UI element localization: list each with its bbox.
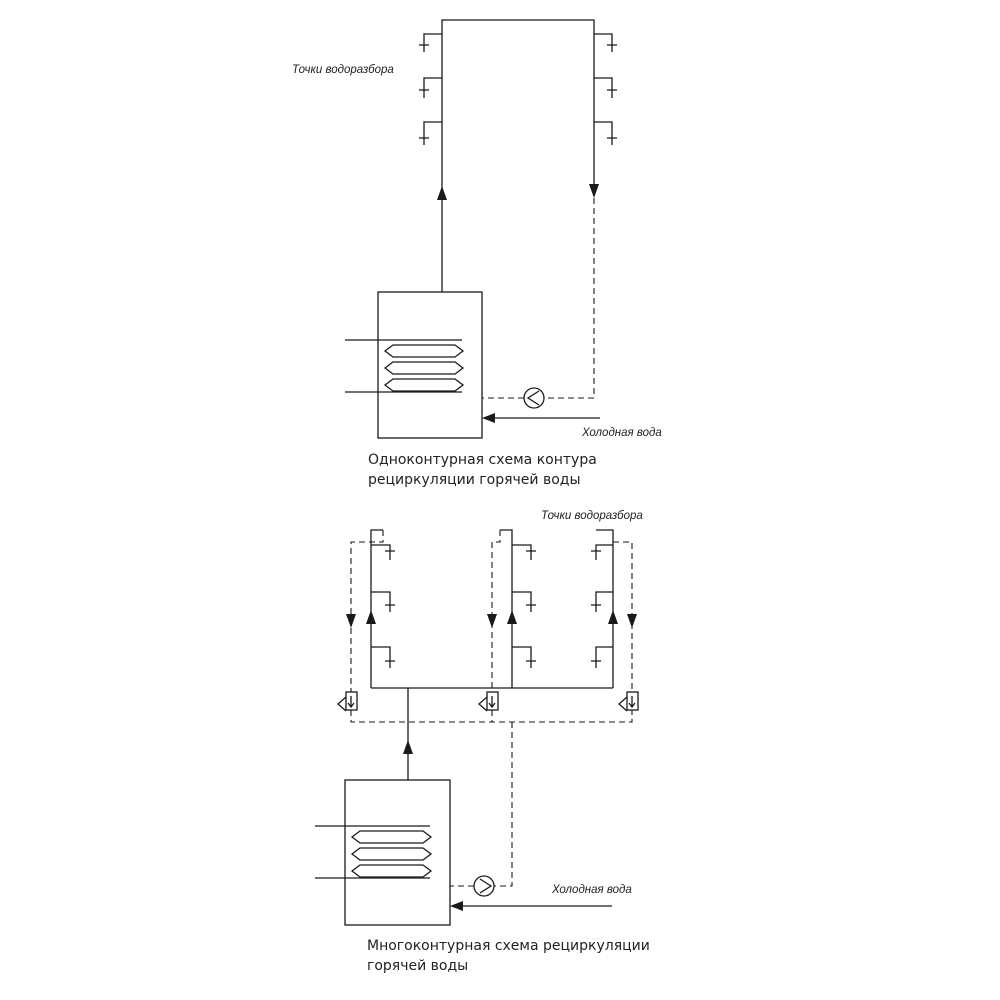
balancing-valve-3 — [618, 691, 639, 712]
riser-pipe — [370, 529, 383, 688]
tap-point — [594, 77, 617, 98]
pump-body — [473, 875, 495, 897]
pump-body — [523, 387, 545, 409]
tap-point — [591, 646, 613, 668]
tap-point — [371, 544, 395, 560]
tap-point — [512, 544, 536, 560]
cold-water-label: Холодная вода — [551, 884, 632, 896]
supply-riser — [441, 19, 595, 292]
riser-2 — [487, 529, 536, 705]
tap-point — [512, 591, 536, 612]
right-tap-points — [594, 33, 617, 145]
single-loop-diagram: Холодная вода Точки водоразбора Одноконт… — [292, 19, 662, 488]
coil-loop — [350, 847, 433, 861]
return-flow-arrow — [589, 184, 599, 198]
riser-return — [350, 530, 384, 705]
caption-line-1: Многоконтурная схема рециркуляции — [367, 938, 650, 954]
caption-line-2: рециркуляции горячей воды — [368, 472, 581, 488]
circulation-pump — [523, 387, 545, 409]
tap-point — [419, 77, 442, 98]
return-flow-arrow — [346, 614, 356, 628]
coil-loop — [350, 864, 433, 878]
supply-flow-arrow — [437, 186, 447, 200]
valve-symbol — [618, 696, 636, 712]
coil-loop — [383, 378, 465, 392]
riser-flow-arrow — [507, 610, 517, 624]
tap-points-label: Точки водоразбора — [292, 64, 394, 76]
coil-loop — [350, 830, 433, 844]
riser-flow-arrow — [366, 610, 376, 624]
tap-point — [371, 591, 395, 612]
return-flow-arrow — [487, 614, 497, 628]
tap-point — [512, 646, 536, 668]
cold-water-arrow — [482, 413, 495, 423]
heat-exchanger-coil — [345, 339, 465, 393]
cold-water-label: Холодная вода — [581, 427, 662, 439]
tap-point — [591, 544, 613, 560]
balancing-valve-2 — [478, 691, 499, 712]
tap-point — [594, 121, 617, 145]
riser-1 — [346, 529, 395, 705]
circulation-pump — [473, 875, 495, 897]
tap-point — [371, 646, 395, 668]
tap-point — [419, 121, 442, 145]
riser-flow-arrow — [608, 610, 618, 624]
balancing-valve-1 — [337, 691, 358, 712]
riser-pipe — [596, 529, 614, 688]
storage-tank — [377, 291, 483, 439]
pump-symbol — [526, 390, 540, 406]
return-collector — [350, 710, 633, 887]
cold-water-arrow — [450, 901, 463, 911]
return-flow-arrow — [627, 614, 637, 628]
tap-point — [594, 33, 617, 52]
left-tap-points — [419, 33, 442, 145]
tap-points-label: Точки водоразбора — [541, 510, 643, 522]
multi-loop-diagram: Холодная вода Точки водоразбора Многокон… — [315, 510, 650, 974]
main-supply-arrow — [403, 740, 413, 754]
tap-point — [419, 33, 442, 52]
riser-3 — [591, 529, 637, 705]
storage-tank — [344, 779, 451, 926]
caption-line-1: Одноконтурная схема контура — [368, 452, 597, 468]
heat-exchanger-coil — [315, 825, 433, 879]
pump-symbol — [479, 878, 493, 894]
coil-loop — [383, 361, 465, 375]
caption-line-2: горячей воды — [367, 958, 468, 974]
tap-point — [591, 591, 613, 612]
return-line — [544, 198, 595, 399]
coil-loop — [383, 344, 465, 358]
valve-symbol — [478, 696, 496, 712]
valve-symbol — [337, 696, 355, 712]
riser-pipe — [500, 529, 513, 688]
